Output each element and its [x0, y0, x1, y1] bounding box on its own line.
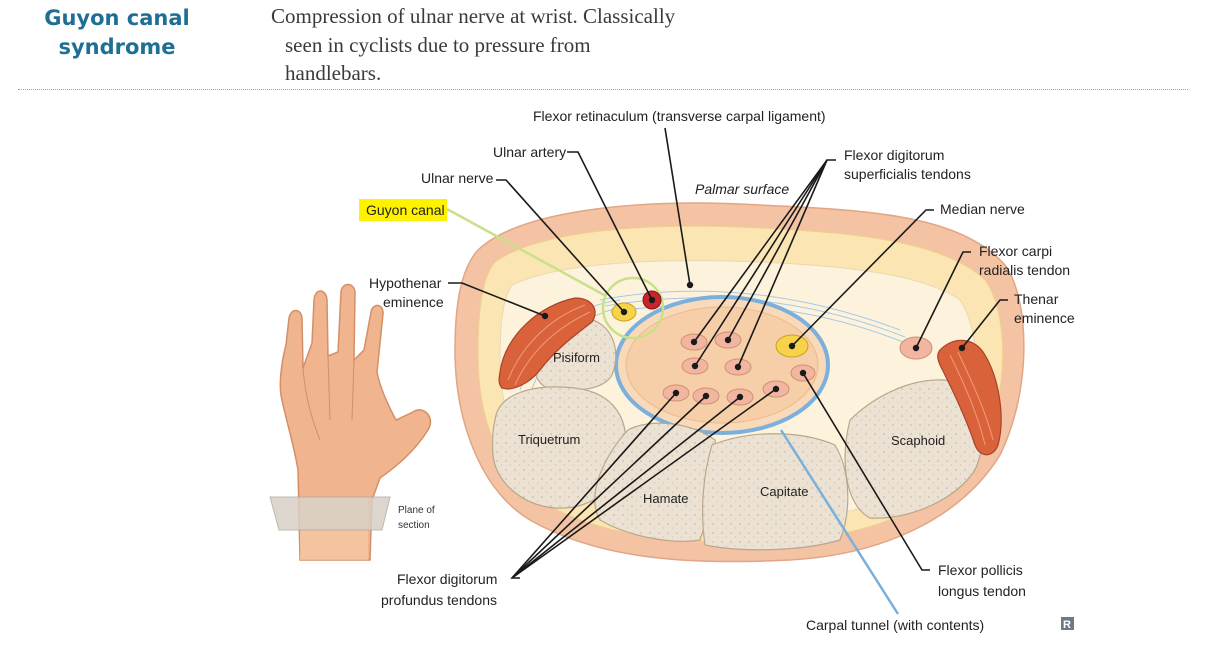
label-fdp-line-2: profundus tendons	[381, 592, 497, 608]
rx-icon: R	[1061, 617, 1074, 631]
guyon-canal-leader	[446, 207, 607, 298]
rx-mark: R	[1063, 619, 1071, 631]
plane-label-line-1: Plane of	[398, 505, 435, 516]
label-triquetrum: Triquetrum	[518, 432, 580, 447]
label-palmar-surface: Palmar surface	[695, 181, 789, 197]
label-ulnar-nerve: Ulnar nerve	[421, 170, 494, 186]
label-median-nerve: Median nerve	[940, 201, 1025, 217]
term-description: Compression of ulnar nerve at wrist. Cla…	[271, 2, 741, 88]
label-flexor-retinaculum: Flexor retinaculum (transverse carpal li…	[533, 108, 826, 124]
carpal-tunnel-leader	[779, 429, 900, 615]
plane-of-section-band	[269, 496, 391, 531]
label-thenar-line-2: eminence	[1014, 310, 1075, 326]
guyon-canal-highlight	[359, 199, 447, 221]
label-hypothenar-line-2: eminence	[383, 294, 444, 310]
label-scaphoid: Scaphoid	[891, 433, 945, 448]
label-fds-line-2: superficialis tendons	[844, 166, 971, 182]
label-capitate: Capitate	[760, 484, 808, 499]
label-pisiform: Pisiform	[553, 350, 600, 365]
label-fcr-line-1: Flexor carpi	[979, 243, 1052, 259]
guyon-canal-outline	[601, 276, 665, 340]
wrist-cross-section	[454, 202, 1025, 563]
term-line-1: Guyon canal	[44, 6, 190, 30]
label-carpal-tunnel: Carpal tunnel (with contents)	[806, 617, 984, 633]
term-heading: Guyon canal syndrome	[12, 4, 222, 62]
description-line-3: handlebars.	[285, 61, 382, 85]
term-line-2: syndrome	[58, 35, 176, 59]
label-fds-line-1: Flexor digitorum	[844, 147, 944, 163]
label-hamate: Hamate	[643, 491, 689, 506]
description-line-2: seen in cyclists due to pressure from	[285, 32, 591, 57]
label-fpl-line-2: longus tendon	[938, 583, 1026, 599]
label-thenar-line-1: Thenar	[1014, 291, 1059, 307]
leader-dots	[541, 281, 966, 401]
label-fpl-line-1: Flexor pollicis	[938, 562, 1023, 578]
section-divider	[18, 89, 1188, 90]
plane-label-line-2: section	[398, 520, 430, 531]
label-hypothenar-line-1: Hypothenar	[369, 275, 442, 291]
description-line-1: Compression of ulnar nerve at wrist. Cla…	[271, 4, 676, 28]
label-ulnar-artery: Ulnar artery	[493, 144, 566, 160]
label-fcr-line-2: radialis tendon	[979, 262, 1070, 278]
leader-lines	[448, 127, 1008, 579]
hypothenar-muscle	[498, 297, 596, 390]
label-fdp-line-1: Flexor digitorum	[397, 571, 497, 587]
label-guyon-canal: Guyon canal	[366, 202, 445, 218]
